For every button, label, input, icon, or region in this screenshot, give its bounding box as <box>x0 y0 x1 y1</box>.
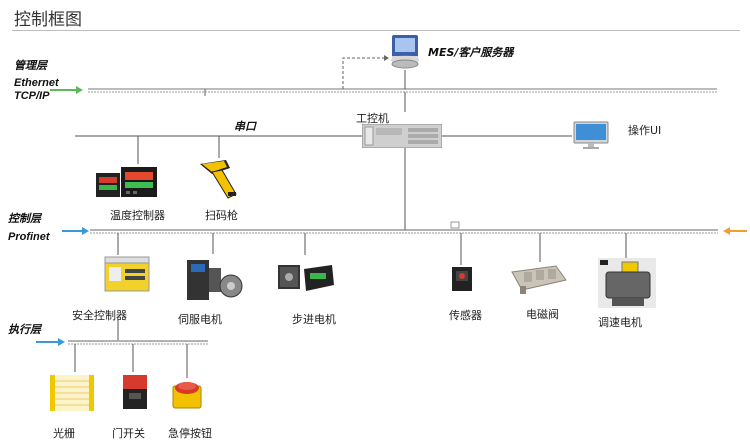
solenoid-valve-icon <box>511 265 567 294</box>
mes-server-icon <box>391 35 419 69</box>
door-switch-label: 门开关 <box>112 427 145 440</box>
speed-motor-icon <box>598 258 656 308</box>
operator-ui-label: 操作UI <box>628 124 662 137</box>
mes-server-label: MES/客户服务器 <box>428 46 514 59</box>
control-layer-label: 控制层 <box>8 213 41 225</box>
industrial-pc-icon <box>362 124 442 148</box>
emergency-stop-icon <box>172 382 202 409</box>
emergency-stop-label: 急停按钮 <box>168 427 212 440</box>
servo-motor-label: 伺服电机 <box>178 313 222 326</box>
safety-controller-icon <box>104 256 150 292</box>
sensor-label: 传感器 <box>449 309 482 322</box>
execution-layer-label: 执行层 <box>8 324 41 336</box>
barcode-scanner-label: 扫码枪 <box>205 209 238 222</box>
solenoid-valve-label: 电磁阀 <box>526 308 559 321</box>
serial-port-label: 串口 <box>234 120 256 133</box>
light-curtain-label: 光栅 <box>53 427 75 440</box>
monitor-icon <box>573 121 609 149</box>
light-curtain-icon <box>50 375 94 411</box>
profinet-label: Profinet <box>8 231 50 243</box>
title-divider <box>12 30 740 31</box>
safety-controller-label: 安全控制器 <box>72 309 127 322</box>
ethernet-label: Ethernet <box>14 77 59 89</box>
management-layer-label: 管理层 <box>14 60 47 72</box>
door-switch-icon <box>123 375 147 409</box>
temperature-controller-icon <box>96 167 157 197</box>
servo-motor-icon <box>187 260 243 300</box>
mes-connector <box>342 57 384 89</box>
stepper-motor-icon <box>278 265 334 291</box>
barcode-scanner-icon <box>200 160 237 199</box>
speed-motor-label: 调速电机 <box>598 316 642 329</box>
temperature-controller-label: 温度控制器 <box>110 209 165 222</box>
sensor-icon <box>452 267 472 291</box>
tcpip-label: TCP/IP <box>14 90 50 102</box>
page-title: 控制框图 <box>14 10 82 30</box>
stepper-motor-label: 步进电机 <box>292 313 336 326</box>
industrial-pc-label: 工控机 <box>356 112 389 125</box>
